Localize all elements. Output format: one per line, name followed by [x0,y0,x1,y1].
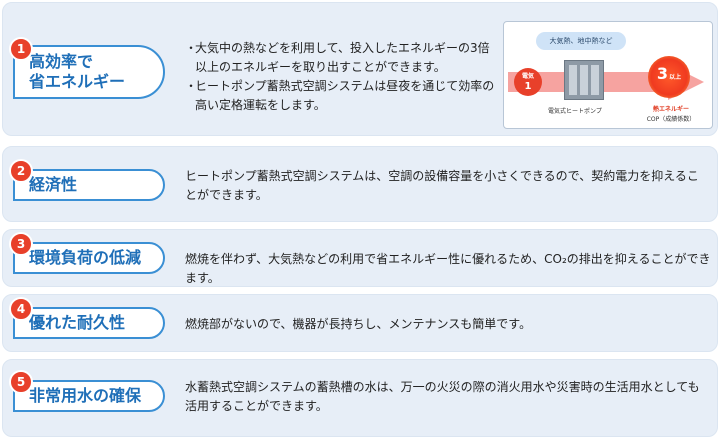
feature-title: 非常用水の確保 [13,380,165,412]
input-label: 電気 [521,73,534,80]
feature-title: 環境負荷の低減 [13,242,165,274]
number-badge: 1 [9,37,33,61]
feature-title-line: 省エネルギー [29,72,126,91]
feature-description: ・ 大気中の熱などを利用して、投入したエネルギーの3倍以上のエネルギーを取り出す… [185,39,495,115]
bullet-mark: ・ [185,41,198,55]
bullet-item: ・ ヒートポンプ蓄熱式空調システムは昼夜を通じて効率の高い定格運転をします。 [185,77,495,115]
number-badge: 4 [9,297,33,321]
bullet-item: ・ 大気中の熱などを利用して、投入したエネルギーの3倍以上のエネルギーを取り出す… [185,39,495,77]
feature-card-3: 3 環境負荷の低減 燃焼を伴わず、大気熱などの利用で省エネルギー性に優れるため、… [2,229,718,287]
device-label: 電気式ヒートポンプ [548,108,602,115]
feature-title: 高効率で 省エネルギー [13,45,165,99]
feature-title: 優れた耐久性 [13,307,165,339]
feature-card-1: 1 高効率で 省エネルギー ・ 大気中の熱などを利用して、投入したエネルギーの3… [2,2,718,136]
feature-title: 経済性 [13,169,165,201]
input-value: 1 [524,81,532,92]
bullet-text: ヒートポンプ蓄熱式空調システムは昼夜を通じて効率の高い定格運転をします。 [195,79,495,112]
heat-energy-label: 熱エネルギー [652,106,689,113]
ambient-heat-cloud: 大気熱、地中熱など [536,32,626,50]
electric-input-circle: 電気 1 [514,68,542,96]
output-suffix: 以上 [669,74,682,81]
bullet-mark: ・ [185,79,198,93]
heat-pump-diagram: 大気熱、地中熱など 電気 1 3 以上 電気式ヒートポンプ 熱エネルギー COP… [503,21,713,129]
number-badge: 5 [9,370,33,394]
bullet-text: 大気中の熱などを利用して、投入したエネルギーの3倍以上のエネルギーを取り出すこと… [195,41,490,74]
cop-label: COP（成績係数） [646,116,696,123]
feature-card-5: 5 非常用水の確保 水蓄熱式空調システムの蓄熱槽の水は、万一の火災の際の消火用水… [2,359,718,437]
feature-description: 燃焼を伴わず、大気熱などの利用で省エネルギー性に優れるため、CO₂の排出を抑える… [185,252,711,285]
heat-output-circle: 3 以上 [648,56,690,98]
feature-description: ヒートポンプ蓄熱式空調システムは、空調の設備容量を小さくできるので、契約電力を抑… [185,169,699,202]
number-badge: 3 [9,232,33,256]
feature-description: 燃焼部がないので、機器が長持ちし、メンテナンスも簡単です。 [185,317,532,331]
number-badge: 2 [9,159,33,183]
heat-pump-unit-icon [564,60,604,100]
feature-card-2: 2 経済性 ヒートポンプ蓄熱式空調システムは、空調の設備容量を小さくできるので、… [2,146,718,222]
feature-card-4: 4 優れた耐久性 燃焼部がないので、機器が長持ちし、メンテナンスも簡単です。 [2,294,718,352]
output-value: 3 [656,64,669,83]
feature-description: 水蓄熱式空調システムの蓄熱槽の水は、万一の火災の際の消火用水や災害時の生活用水と… [185,380,700,413]
feature-title-line: 高効率で [29,52,94,71]
